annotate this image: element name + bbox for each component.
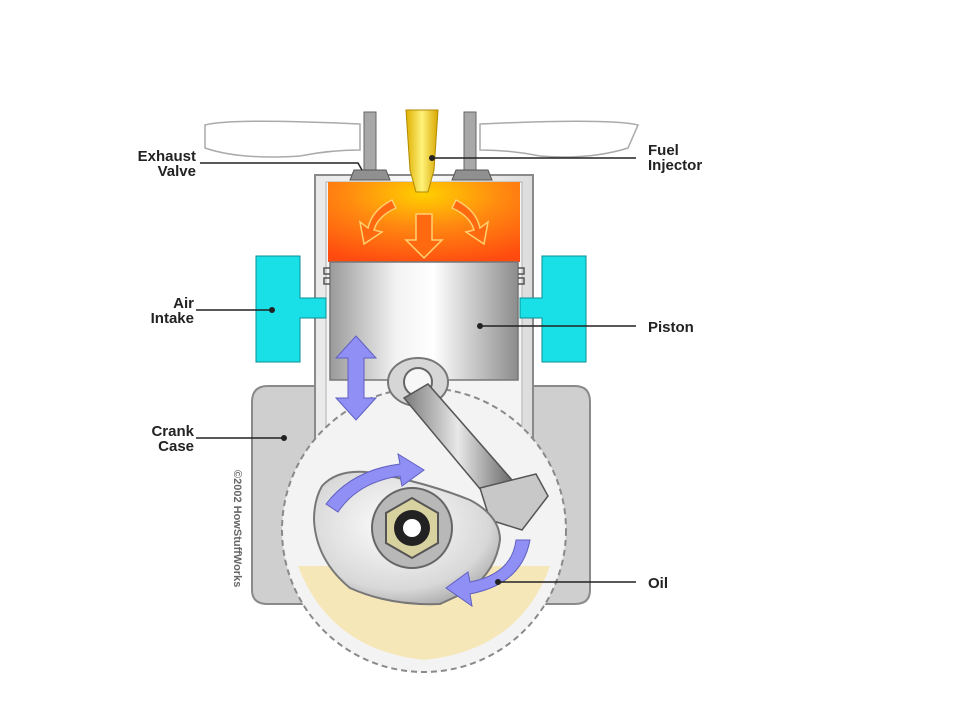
cylinder-head-outline-left: [204, 120, 361, 158]
label-fuel-injector: Fuel Injector: [648, 143, 702, 173]
air-intake-port-right: [519, 255, 587, 363]
label-fuel-injector-line2: Injector: [648, 157, 703, 174]
piston-motion-arrow: [334, 335, 378, 421]
second-valve-head: [451, 169, 493, 181]
label-exhaust-valve: Exhaust Valve: [138, 149, 196, 179]
label-crank-case: Crank Case: [151, 424, 194, 454]
combustion-arrow-right: [450, 198, 490, 246]
label-crank-case-line1: Crank: [151, 423, 194, 440]
label-fuel-injector-line1: Fuel: [648, 142, 679, 159]
combustion-arrow-left: [358, 198, 398, 246]
leader-exhaust-valve: [200, 162, 363, 171]
air-intake-port-left: [255, 255, 327, 363]
cylinder-head-outline-right: [479, 120, 640, 158]
piston-rings-left: [323, 267, 330, 285]
label-crank-case-line2: Case: [158, 438, 194, 455]
crank-shaft-hole-inner: [403, 519, 421, 537]
leader-dot-crank-case: [281, 435, 287, 441]
crank-rotation-arrow-top: [325, 452, 425, 513]
label-air-intake: Air Intake: [151, 296, 194, 326]
label-piston: Piston: [648, 319, 694, 336]
crank-rotation-arrow-bottom: [445, 539, 531, 608]
label-oil: Oil: [648, 575, 669, 592]
label-exhaust-valve-line1: Exhaust: [137, 148, 196, 165]
copyright-notice: ©2002 HowStuffWorks: [231, 470, 243, 588]
leader-dot-fuel-injector: [429, 155, 435, 161]
exhaust-valve-stem: [363, 111, 377, 179]
leader-dot-air-intake: [269, 307, 275, 313]
fuel-injector-nozzle: [405, 109, 439, 193]
combustion-arrow-down: [404, 213, 444, 260]
label-air-intake-line1: Air: [173, 295, 194, 312]
label-air-intake-line2: Intake: [150, 310, 194, 327]
leader-dot-piston: [477, 323, 483, 329]
exhaust-valve-head: [349, 169, 391, 181]
second-valve-stem: [463, 111, 477, 179]
piston-rings-right: [518, 267, 525, 285]
leader-dot-oil: [495, 579, 501, 585]
label-exhaust-valve-line2: Valve: [157, 163, 196, 180]
